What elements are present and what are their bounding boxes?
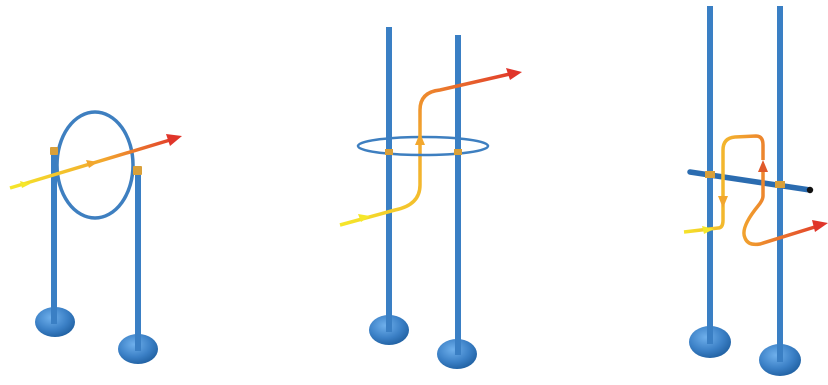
scene-hoop: [10, 112, 182, 364]
arrowhead: [506, 68, 522, 80]
direction-arrow: [415, 133, 425, 145]
pole: [386, 27, 392, 332]
pole: [135, 168, 141, 351]
joint: [705, 171, 715, 178]
arrowhead: [166, 134, 182, 146]
joint: [133, 166, 142, 175]
joint: [454, 149, 462, 155]
arrowhead: [812, 220, 828, 232]
pole: [455, 35, 461, 355]
joint: [50, 147, 58, 155]
scene-crossbar: [684, 6, 828, 376]
ring-front: [358, 146, 488, 155]
direction-arrow: [758, 160, 768, 172]
hoop-ring: [57, 112, 133, 218]
joint: [775, 181, 785, 188]
direction-arrow: [718, 196, 728, 208]
joint: [385, 149, 393, 155]
crossbar-end: [807, 187, 813, 193]
scene-ring: [340, 27, 522, 369]
